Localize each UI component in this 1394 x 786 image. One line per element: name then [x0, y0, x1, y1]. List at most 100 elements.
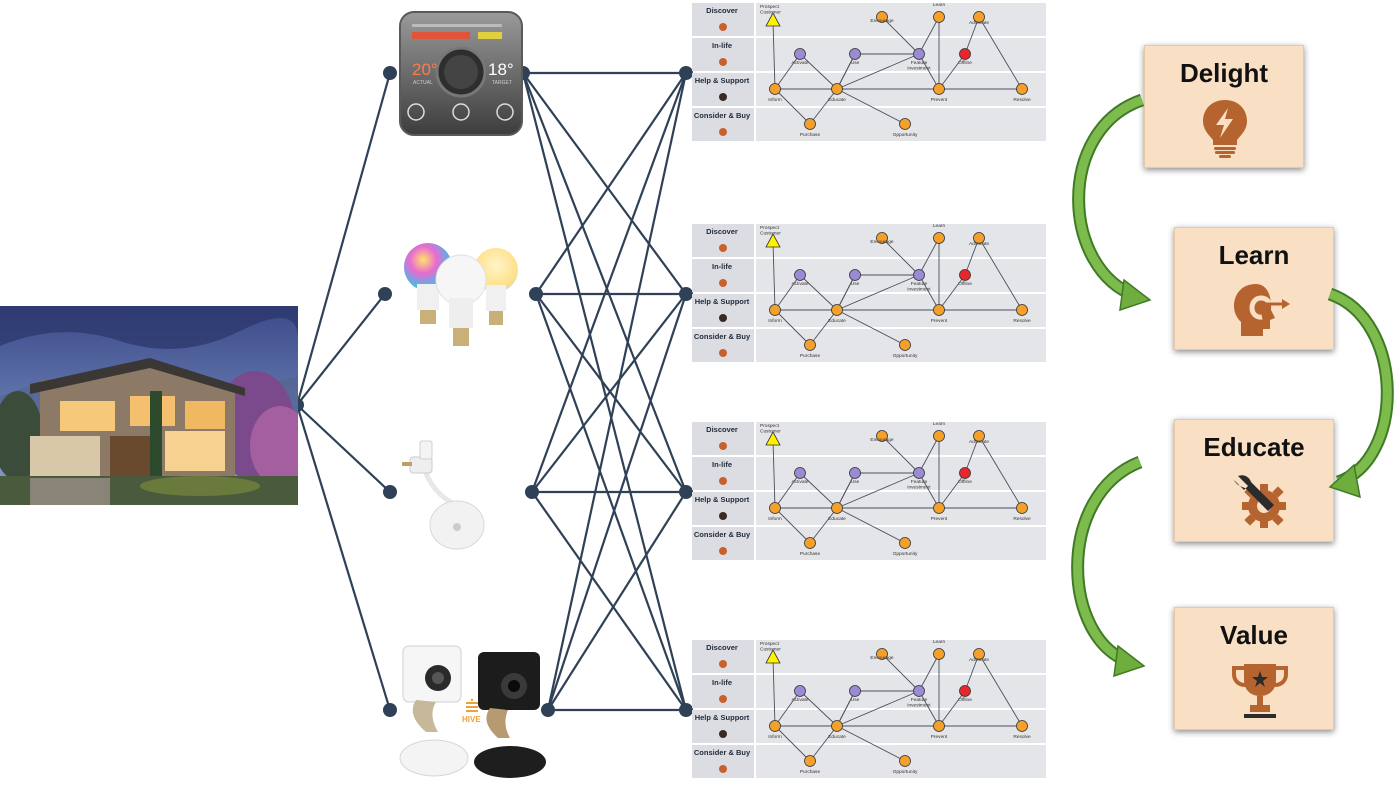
hub-to-device-line: [296, 293, 386, 406]
stage-label-value: Value: [1220, 620, 1288, 650]
journey-node-label: Advocate: [969, 657, 989, 663]
lane-label: Discover: [706, 227, 738, 236]
smart-plug-sensor-image: [402, 435, 486, 550]
journey-node-label: Advocate: [969, 20, 989, 26]
journey-node-learn: [933, 232, 945, 244]
journey-edge: [774, 53, 801, 90]
journey-edge: [918, 237, 940, 276]
device-to-journey-line: [535, 72, 687, 295]
journey-edge: [836, 53, 856, 90]
journey-node-learn: [933, 430, 945, 442]
journey-node-label: Learn: [933, 421, 946, 427]
journey-node-resolve: [1016, 720, 1028, 732]
hive-logo-text: HIVE: [462, 715, 481, 724]
journey-node-prevent: [933, 83, 945, 95]
journey-edge: [774, 309, 811, 346]
journey-node-educate: [831, 720, 843, 732]
journey-node-educate: [831, 502, 843, 514]
device-to-journey-line: [531, 293, 687, 493]
journey-node-dot: [679, 287, 693, 301]
journey-node-encourage: [876, 11, 888, 23]
journey-node-feature: [913, 467, 925, 479]
journey-edge: [918, 435, 940, 474]
lane-label: Discover: [706, 643, 738, 652]
journey-node-label: Educate: [828, 734, 846, 740]
journey-node-label: Offline: [958, 281, 972, 287]
lane-body: [756, 492, 1046, 525]
journey-node-purchase: [804, 755, 816, 767]
journey-node-inform: [769, 304, 781, 316]
journey-node-label: Inform: [768, 734, 782, 740]
lane-body: [756, 224, 1046, 257]
journey-edge: [836, 472, 920, 509]
journey-node-encourage: [876, 648, 888, 660]
journey-edge: [836, 309, 906, 346]
journey-node-prospect: [765, 431, 781, 446]
journey-node-encourage: [876, 430, 888, 442]
lane-body: [756, 422, 1046, 455]
journey-edge: [964, 653, 980, 692]
journey-node-label: Prevent: [931, 734, 948, 740]
lane-icon: [719, 730, 727, 738]
journey-edge: [918, 653, 940, 692]
device-hub-dot: [525, 485, 539, 499]
journey-node-use: [849, 685, 861, 697]
journey-edge: [881, 237, 920, 276]
journey-node-label: Resolve: [1013, 318, 1031, 324]
journey-node-label: Encourage: [870, 437, 894, 443]
wrench-gear-icon: [1234, 475, 1286, 528]
journey-edge: [964, 435, 980, 474]
lane-icon: [719, 477, 727, 485]
journey-edge: [881, 16, 920, 55]
journey-node-label: Opportunity: [893, 353, 918, 359]
lane-label: In-life: [712, 460, 732, 469]
journey-node-label: Resolve: [1013, 516, 1031, 522]
device-to-journey-line: [546, 293, 688, 711]
journey-node-encourage: [876, 232, 888, 244]
journey-edge: [918, 472, 940, 509]
journey-node-educate: [831, 83, 843, 95]
journey-node-inform: [769, 83, 781, 95]
stage-label-delight: Delight: [1179, 58, 1269, 88]
journey-edge: [809, 725, 838, 762]
hub-to-device-line: [295, 72, 392, 406]
hub-to-device-line: [295, 404, 392, 711]
lightbulb-icon: [1203, 100, 1247, 158]
journey-edge: [772, 657, 776, 727]
journey-node-label: Activate: [791, 281, 808, 287]
lane-body: [756, 294, 1046, 327]
device-node-dot: [383, 485, 397, 499]
journey-node-purchase: [804, 339, 816, 351]
journey-node-label: Use: [851, 281, 860, 287]
journey-node-feature: [913, 269, 925, 281]
journey-node-label: Offline: [958, 479, 972, 485]
journey-node-label: Activate: [791, 697, 808, 703]
journey-node-label: Offline: [958, 697, 972, 703]
journey-edge: [774, 725, 811, 762]
stage-box-delight: Delight: [1144, 45, 1304, 168]
journey-edge: [918, 274, 940, 311]
journey-edge: [799, 53, 838, 90]
journey-edge: [964, 237, 980, 276]
journey-node-label: Purchase: [800, 353, 821, 359]
journey-node-label: Resolve: [1013, 97, 1031, 103]
journey-node-prevent: [933, 720, 945, 732]
journey-node-label: Prevent: [931, 97, 948, 103]
journey-node-inform: [769, 502, 781, 514]
stage-box-value: Value: [1174, 607, 1334, 730]
journey-node-label: Purchase: [800, 132, 821, 138]
device-to-journey-line: [534, 293, 688, 711]
journey-node-label: Inform: [768, 516, 782, 522]
lane-body: [756, 73, 1046, 106]
lane-icon: [719, 93, 727, 101]
journey-edge: [809, 309, 838, 346]
journey-node-offline: [959, 48, 971, 60]
lane-label: Help & Support: [695, 495, 750, 504]
lane-icon: [719, 695, 727, 703]
